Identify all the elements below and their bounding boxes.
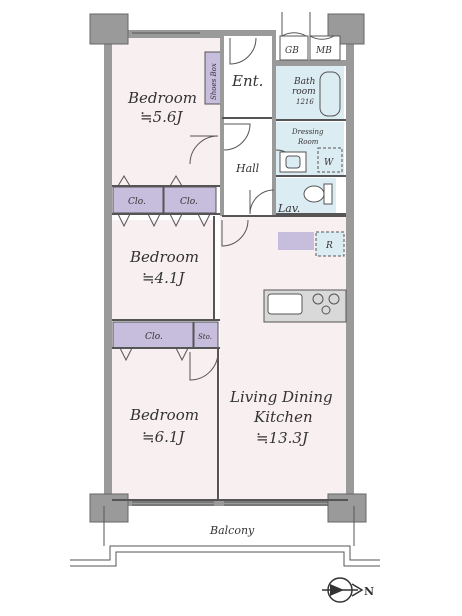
closet-1 — [112, 186, 164, 214]
ldk-size: ≒13.3J — [256, 429, 309, 447]
hall-label: Hall — [235, 162, 260, 175]
toilet-bowl — [303, 185, 325, 203]
pantry-space — [278, 232, 314, 250]
bedroom-1-label: Bedroom — [127, 89, 197, 107]
balcony-label: Balcony — [209, 524, 255, 537]
gb-label: GB — [285, 46, 299, 56]
north-arrow: N — [322, 577, 374, 603]
entrance-label: Ent. — [231, 72, 263, 90]
gb-box — [279, 35, 309, 61]
closet-3-label: Clo. — [145, 332, 163, 342]
bedroom-2-size: ≒4.1J — [142, 269, 185, 287]
storage-closet — [193, 321, 219, 349]
north-label: N — [364, 585, 374, 598]
door-swings — [189, 12, 335, 381]
bedroom-2-area — [112, 220, 214, 320]
lav-label: Lav. — [277, 202, 300, 215]
bedroom-3-label: Bedroom — [129, 406, 199, 424]
entrance-area — [222, 38, 274, 118]
toilet-tank — [323, 183, 333, 205]
closet-3 — [112, 321, 194, 349]
kitchen-counter — [263, 289, 347, 323]
washer-space — [317, 147, 343, 173]
mb-label: MB — [315, 46, 332, 56]
refrigerator-label: R — [325, 241, 333, 251]
outer-walls — [104, 30, 354, 506]
closet-2-label: Clo. — [180, 197, 198, 207]
balcony-windows — [132, 32, 328, 506]
balcony-railing — [70, 506, 380, 567]
storage-label: Sto. — [198, 333, 212, 341]
shoes-box-label: Shoes Box — [210, 63, 218, 100]
closet-2 — [163, 186, 217, 214]
bedroom-2-label: Bedroom — [129, 248, 199, 266]
bathtub — [319, 71, 341, 117]
washer-label: W — [324, 158, 334, 168]
bedroom-3-size: ≒6.1J — [142, 428, 185, 446]
dressing-room-label-line2: Room — [297, 138, 319, 146]
bathroom-size-label: 1216 — [296, 98, 314, 106]
ldk-area — [220, 216, 348, 500]
bedroom-3-area — [112, 346, 218, 500]
bedroom-1-size: ≒5.6J — [140, 108, 183, 126]
closet-1-label: Clo. — [128, 197, 146, 207]
bathroom-label-line1: Bath — [293, 77, 315, 87]
ldk-label-line1: Living Dining — [229, 388, 333, 406]
closet-door-markers — [117, 175, 211, 362]
refrigerator-space — [315, 231, 345, 257]
bathroom-label-line2: room — [292, 87, 316, 97]
bedroom-1-area — [112, 38, 220, 186]
mb-box — [309, 35, 341, 61]
ldk-label-line2: Kitchen — [253, 408, 313, 426]
washbasin-bowl — [285, 155, 301, 169]
hall-area — [222, 120, 274, 216]
dressing-room-label-line1: Dressing — [291, 128, 324, 136]
